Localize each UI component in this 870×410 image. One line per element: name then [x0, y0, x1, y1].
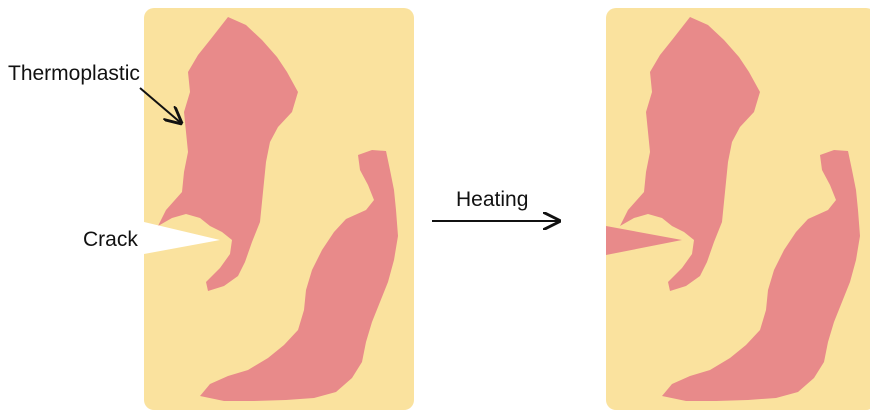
heating-step: Heating: [432, 188, 559, 221]
panel-before-heating: Thermoplastic Crack: [8, 8, 414, 410]
crack-label: Crack: [83, 228, 138, 251]
heating-label: Heating: [456, 188, 528, 211]
thermoplastic-label: Thermoplastic: [8, 62, 140, 85]
panel-after-heating: [606, 8, 870, 410]
